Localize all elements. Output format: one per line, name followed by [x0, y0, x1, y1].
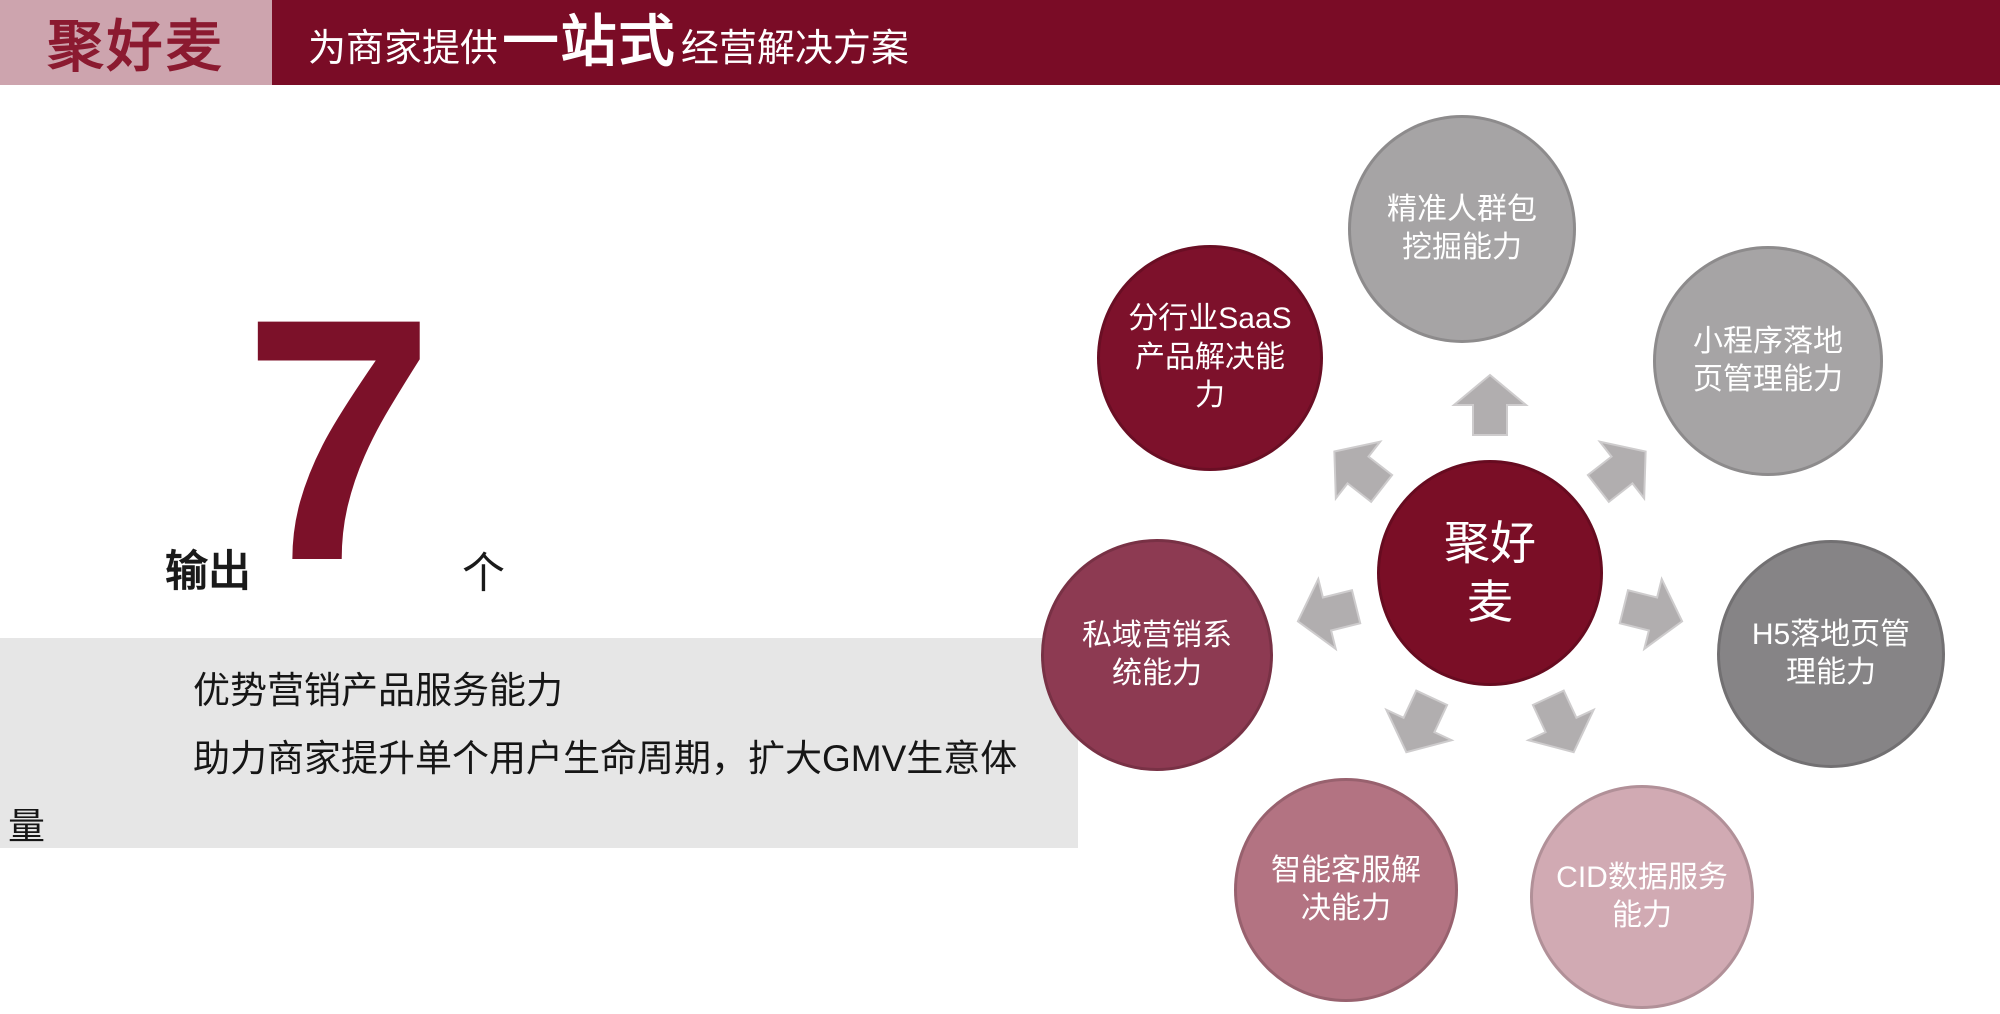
- center-node-line: 麦: [1467, 576, 1513, 628]
- summary-line-1: 优势营销产品服务能力: [193, 670, 563, 711]
- header-bar: 聚好麦 为商家提供 一站式 经营解决方案: [0, 0, 2000, 85]
- diagram-node-cid-data: CID数据服务 能力: [1530, 785, 1754, 1009]
- node-line: 挖掘能力: [1402, 231, 1522, 264]
- node-line: 产品解决能: [1134, 340, 1285, 374]
- summary-line-2: 助力商家提升单个用户生命周期，扩大GMV生意体: [193, 738, 1018, 779]
- node-line: 小程序落地: [1693, 324, 1843, 358]
- node-line: H5落地页管: [1751, 617, 1911, 651]
- stat-number: 7: [243, 248, 435, 633]
- center-node-line: 聚好: [1444, 517, 1536, 570]
- diagram-node-center: 聚好 麦: [1377, 460, 1603, 686]
- node-line: 能力: [1611, 899, 1672, 932]
- node-line: 决能力: [1301, 892, 1391, 925]
- page-title-suffix: 经营解决方案: [680, 28, 909, 70]
- page-title-highlight: 一站式: [502, 10, 677, 73]
- node-line: 智能客服解: [1271, 853, 1421, 887]
- node-line: 私域营销系: [1082, 618, 1232, 652]
- node-line: 精准人群包: [1387, 192, 1537, 226]
- node-line: 统能力: [1112, 657, 1202, 690]
- summary-box: 优势营销产品服务能力 助力商家提升单个用户生命周期，扩大GMV生意体 量: [0, 638, 1078, 848]
- stat-prefix-label: 输出: [165, 548, 251, 596]
- brand-logo-text: 聚好麦: [47, 15, 225, 78]
- page-title: 为商家提供 一站式 经营解决方案: [308, 0, 909, 85]
- arrow-right-icon: [1618, 576, 1684, 652]
- diagram-node-h5-landing: H5落地页管 理能力: [1717, 540, 1945, 768]
- diagram-node-audience-mining: 精准人群包 挖掘能力: [1348, 115, 1576, 343]
- arrow-lower-left-icon: [1384, 689, 1455, 754]
- node-line: 分行业SaaS: [1128, 302, 1292, 336]
- diagram-node-miniprogram-landing: 小程序落地 页管理能力: [1653, 246, 1883, 476]
- page-title-prefix: 为商家提供: [308, 28, 499, 70]
- arrow-lower-right-icon: [1525, 689, 1596, 754]
- arrow-up-icon: [1451, 373, 1529, 436]
- stat-suffix-label: 个: [462, 550, 505, 598]
- brand-logo: 聚好麦: [0, 0, 272, 85]
- node-line: CID数据服务: [1556, 860, 1728, 894]
- node-line: 力: [1194, 379, 1225, 413]
- arrow-upper-right-icon: [1586, 440, 1647, 504]
- diagram-node-industry-saas: 分行业SaaS 产品解决能 力: [1097, 245, 1323, 471]
- diagram-node-smart-service: 智能客服解 决能力: [1234, 778, 1458, 1002]
- arrow-left-icon: [1296, 576, 1362, 652]
- arrow-upper-left-icon: [1333, 440, 1394, 504]
- node-line: 页管理能力: [1693, 363, 1843, 396]
- summary-line-3: 量: [8, 806, 45, 847]
- node-line: 理能力: [1785, 656, 1876, 689]
